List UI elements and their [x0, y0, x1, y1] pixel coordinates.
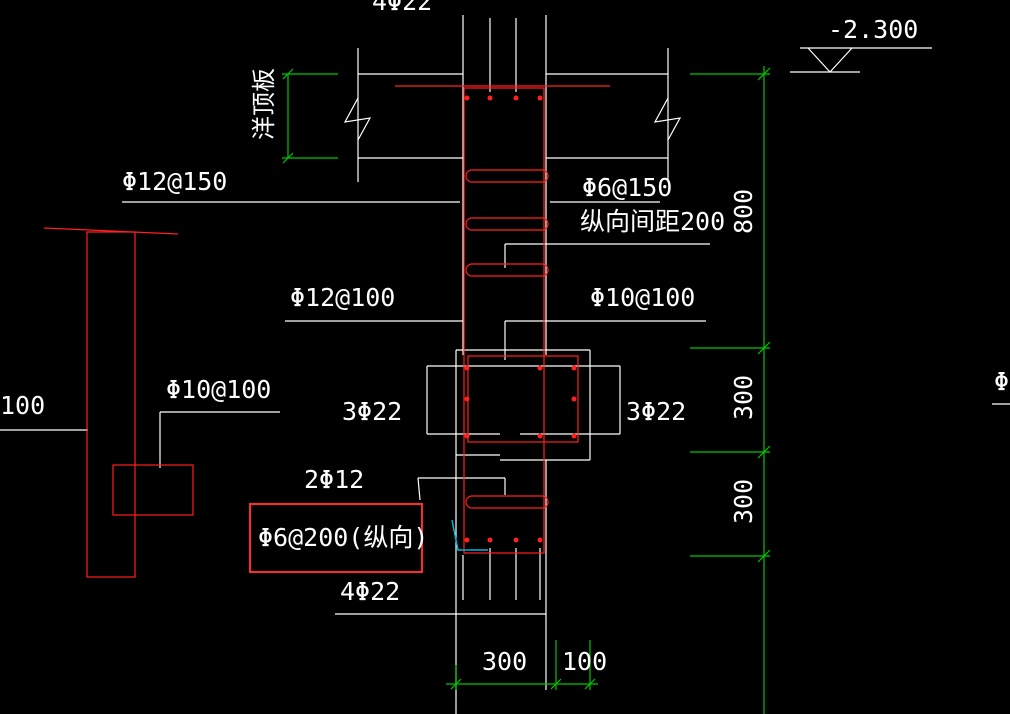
dimension-vertical-300-lower: 300 [729, 479, 758, 524]
stirrup-spacing-label: 纵向间距200 [580, 207, 725, 236]
wall-rebar-left-label: Φ12@100 [290, 283, 395, 312]
highlight-box [249, 503, 423, 573]
stirrup-top-label: Φ6@150 [582, 173, 672, 202]
column-outline [0, 15, 1010, 714]
top-rebar-label: 4Φ22 [372, 0, 432, 16]
roof-slab-label: 洋顶板 [250, 68, 278, 140]
left-detail-rebar-label: Φ10@100 [166, 375, 271, 404]
bottom-rebar-label: 4Φ22 [340, 577, 400, 606]
rebar-dots [464, 95, 577, 543]
dimension-horizontal-100: 100 [562, 647, 607, 676]
highlighted-note-label: Φ6@200(纵向) [258, 523, 428, 552]
section-mark [451, 519, 488, 551]
dimension-vertical-300-upper: 300 [729, 375, 758, 420]
beam-rebar-right-label: 3Φ22 [626, 397, 686, 426]
dimension-vertical-800: 800 [729, 189, 758, 234]
slab-rebar-label: Φ12@150 [122, 167, 227, 196]
left-value-label: 100 [0, 391, 45, 420]
extra-rebar-label: 2Φ12 [304, 465, 364, 494]
dimension-lines [282, 66, 771, 714]
right-edge-symbol: Φ [994, 367, 1009, 396]
beam-rebar-left-label: 3Φ22 [342, 397, 402, 426]
dimension-horizontal-300: 300 [482, 647, 527, 676]
elevation-label: -2.300 [828, 15, 918, 44]
wall-rebar-right-label: Φ10@100 [590, 283, 695, 312]
